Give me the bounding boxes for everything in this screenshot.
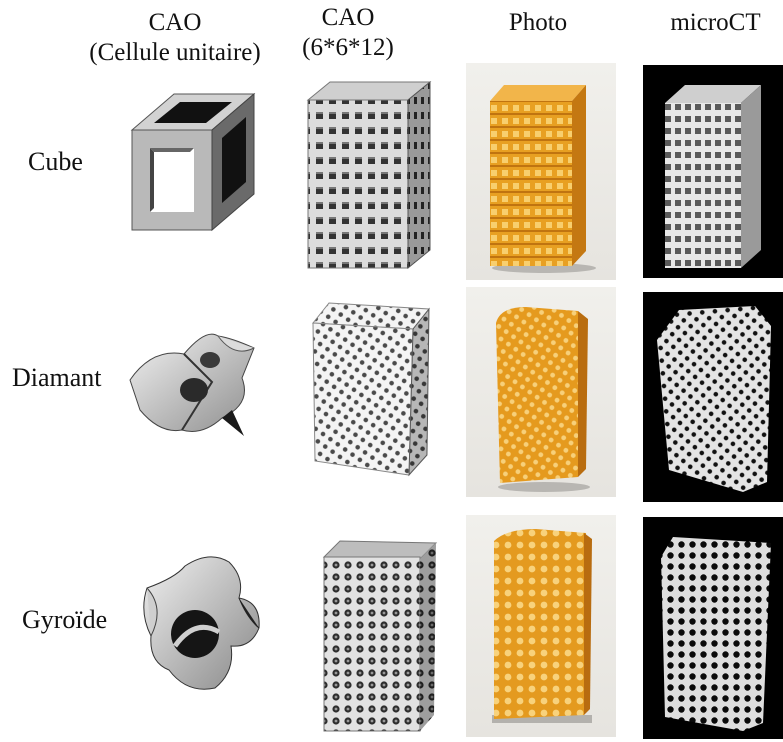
diamond-microct-scan (643, 292, 783, 502)
header-photo-line1: Photo (508, 9, 568, 36)
diamond-photo (466, 287, 616, 497)
cube-photo (466, 63, 616, 280)
header-unit-cell-line2: (Cellule unitaire) (89, 39, 261, 66)
cube-unit-cell-render (128, 90, 258, 238)
cube-cad-lattice-render (300, 78, 435, 273)
header-photo: Photo (478, 8, 598, 38)
header-cad-block-line1: CAO (321, 4, 375, 31)
header-unit-cell-line1: CAO (148, 9, 202, 36)
gyroid-microct-scan (643, 517, 783, 739)
diamond-cad-lattice-render (305, 295, 435, 480)
header-microct-line1: microCT (670, 9, 761, 36)
gyroid-photo (466, 515, 616, 737)
row-label-diamant: Diamant (12, 363, 102, 392)
diamond-unit-cell-render (122, 318, 262, 440)
header-cad-block: CAO (6*6*12) (292, 3, 404, 63)
cube-microct-scan (643, 65, 783, 278)
row-label-cube: Cube (28, 147, 83, 176)
gyroid-unit-cell-render (135, 548, 270, 696)
header-unit-cell: CAO (Cellule unitaire) (70, 8, 280, 68)
header-microct: microCT (648, 8, 783, 38)
gyroid-cad-lattice-render (318, 535, 440, 735)
row-label-gyroide: Gyroïde (22, 605, 108, 634)
header-cad-block-line2: (6*6*12) (302, 34, 394, 61)
